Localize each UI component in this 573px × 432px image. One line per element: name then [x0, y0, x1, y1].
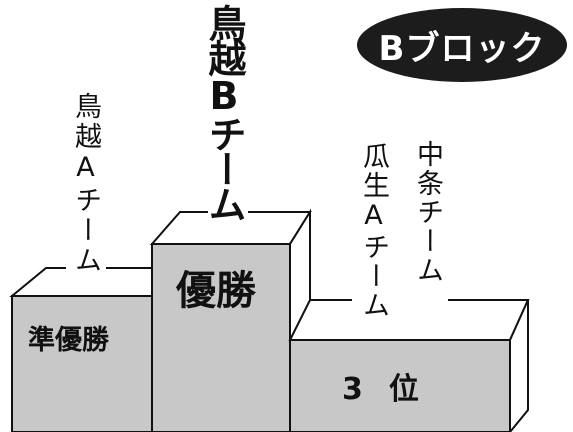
label-gap-second	[66, 258, 106, 274]
third-place-front	[289, 339, 511, 432]
first-place-team: 鳥越Bチーム	[202, 4, 246, 220]
block-label: Bブロック	[378, 28, 546, 69]
second-place-front	[11, 295, 153, 432]
second-place-rank: 準優勝	[28, 325, 109, 356]
first-place-rank: 優勝	[176, 267, 256, 314]
label-gap-first	[208, 204, 248, 220]
second-place-team: 鳥越Aチーム	[70, 92, 101, 276]
block-badge: Bブロック	[357, 8, 567, 82]
label-gap-third	[352, 292, 448, 306]
third-place-team-1: 瓜生Aチーム	[358, 142, 389, 320]
third-place-rank: 3位	[342, 372, 445, 407]
third-place-team-2: 中条チーム	[412, 140, 443, 285]
first-place-front	[151, 243, 291, 432]
